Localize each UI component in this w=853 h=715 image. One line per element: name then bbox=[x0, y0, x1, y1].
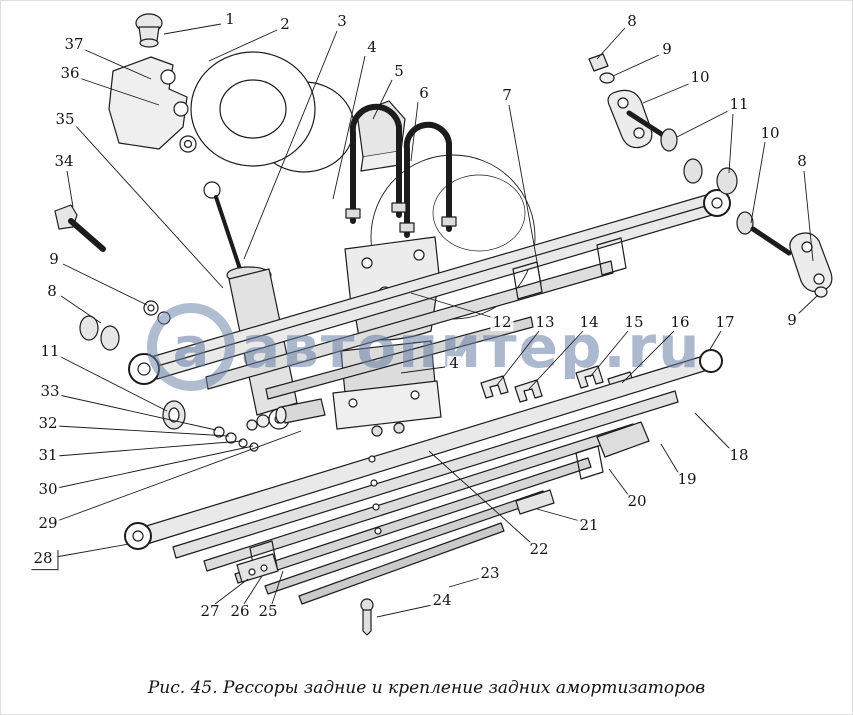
leader-line-10 bbox=[750, 141, 766, 224]
part-number-20: 20 bbox=[625, 492, 649, 511]
part-number-29: 29 bbox=[36, 514, 60, 533]
leader-line-8 bbox=[596, 27, 626, 60]
part-number-8: 8 bbox=[795, 152, 809, 171]
leader-line-16 bbox=[621, 330, 675, 384]
leader-line-7 bbox=[508, 104, 542, 285]
part-number-7: 7 bbox=[500, 86, 514, 105]
leader-line-29 bbox=[56, 430, 302, 522]
part-number-8: 8 bbox=[45, 282, 59, 301]
part-number-22: 22 bbox=[527, 540, 551, 559]
part-number-27: 27 bbox=[198, 602, 222, 621]
part-number-26: 26 bbox=[228, 602, 252, 621]
leader-line-9 bbox=[612, 54, 660, 77]
leader-line-11 bbox=[676, 109, 731, 138]
leader-line-3 bbox=[243, 30, 338, 260]
part-number-9: 9 bbox=[660, 40, 674, 59]
leader-line-9 bbox=[62, 263, 148, 306]
part-number-9: 9 bbox=[785, 311, 799, 330]
leader-line-31 bbox=[56, 440, 243, 457]
part-number-5: 5 bbox=[392, 62, 406, 81]
part-number-6: 6 bbox=[417, 84, 431, 103]
leader-line-13 bbox=[496, 330, 540, 386]
part-number-11: 11 bbox=[38, 342, 62, 361]
part-number-15: 15 bbox=[622, 313, 646, 332]
leader-line-19 bbox=[660, 443, 680, 475]
part-number-18: 18 bbox=[727, 446, 751, 465]
part-number-36: 36 bbox=[58, 64, 82, 83]
leader-line-15 bbox=[589, 330, 629, 378]
leader-line-9 bbox=[797, 294, 819, 315]
upper-mount-drum-assembly bbox=[108, 13, 355, 173]
part-number-13: 13 bbox=[533, 313, 557, 332]
leader-line-8 bbox=[60, 295, 102, 324]
part-number-12: 12 bbox=[490, 313, 514, 332]
leader-line-4 bbox=[332, 55, 366, 200]
leader-line-14 bbox=[528, 330, 584, 390]
leader-line-11 bbox=[58, 355, 168, 412]
part-number-25: 25 bbox=[256, 602, 280, 621]
part-number-19: 19 bbox=[675, 470, 699, 489]
part-number-35: 35 bbox=[53, 110, 77, 129]
part-number-37: 37 bbox=[62, 35, 86, 54]
part-number-33: 33 bbox=[38, 382, 62, 401]
leader-line-10 bbox=[642, 82, 692, 104]
leader-line-24 bbox=[376, 604, 433, 618]
part-number-2: 2 bbox=[278, 15, 292, 34]
leader-line-30 bbox=[56, 445, 254, 489]
leader-line-2 bbox=[208, 29, 278, 62]
leader-line-25 bbox=[271, 570, 284, 605]
helper-leaf-spring bbox=[124, 349, 723, 605]
leader-line-28 bbox=[55, 543, 130, 558]
part-number-34: 34 bbox=[52, 152, 76, 171]
part-number-3: 3 bbox=[335, 12, 349, 31]
part-number-10: 10 bbox=[758, 124, 782, 143]
part-number-4: 4 bbox=[365, 38, 379, 57]
leader-line-21 bbox=[536, 508, 581, 522]
part-number-1: 1 bbox=[223, 10, 237, 29]
leader-line-27 bbox=[214, 578, 249, 605]
leader-line-4 bbox=[400, 366, 446, 374]
leader-line-35 bbox=[73, 123, 224, 289]
leader-line-37 bbox=[82, 48, 152, 80]
part-number-11: 11 bbox=[727, 95, 751, 114]
leader-line-1 bbox=[163, 23, 222, 35]
bumper-pad-and-u-bolts bbox=[345, 100, 457, 238]
leader-line-26 bbox=[243, 575, 263, 605]
leader-line-18 bbox=[694, 412, 732, 451]
leader-line-32 bbox=[56, 425, 230, 437]
part-number-4: 4 bbox=[447, 354, 461, 373]
part-number-24: 24 bbox=[430, 591, 454, 610]
leader-line-5 bbox=[372, 79, 393, 120]
leader-line-17 bbox=[708, 330, 722, 352]
part-number-21: 21 bbox=[577, 516, 601, 535]
part-number-31: 31 bbox=[36, 446, 60, 465]
figure-caption: Рис. 45. Рессоры задние и крепление задн… bbox=[147, 678, 706, 698]
leader-line-36 bbox=[78, 77, 160, 106]
part-number-28: 28 bbox=[31, 550, 59, 570]
leader-line-20 bbox=[608, 468, 630, 497]
leader-line-22 bbox=[428, 450, 532, 544]
part-number-23: 23 bbox=[478, 564, 502, 583]
part-number-10: 10 bbox=[688, 68, 712, 87]
leader-line-6 bbox=[410, 101, 419, 162]
part-number-14: 14 bbox=[577, 313, 601, 332]
part-number-9: 9 bbox=[47, 250, 61, 269]
part-number-17: 17 bbox=[713, 313, 737, 332]
leader-line-23 bbox=[448, 577, 481, 588]
part-number-32: 32 bbox=[36, 414, 60, 433]
leader-line-33 bbox=[58, 394, 217, 431]
shackle-assembly-right bbox=[588, 53, 833, 298]
main-leaf-spring bbox=[128, 189, 731, 400]
part-number-8: 8 bbox=[625, 12, 639, 31]
part-number-16: 16 bbox=[668, 313, 692, 332]
leader-line-11 bbox=[728, 113, 734, 174]
leader-line-12 bbox=[410, 292, 495, 319]
leader-line-8 bbox=[803, 170, 814, 262]
part-number-30: 30 bbox=[36, 480, 60, 499]
bottom-center-bolt bbox=[360, 598, 374, 636]
leader-line-34 bbox=[66, 170, 74, 208]
